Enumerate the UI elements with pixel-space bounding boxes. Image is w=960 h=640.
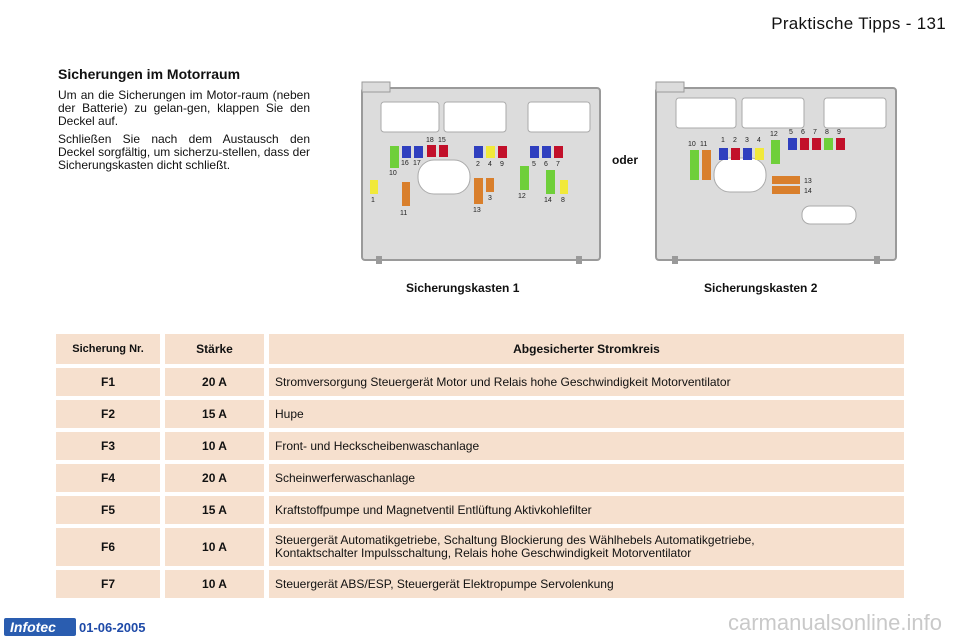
- fuse-rating: 10 A: [160, 570, 264, 598]
- fuse-label: 2: [476, 161, 480, 168]
- fuse-label: 12: [518, 193, 526, 200]
- intro-paragraph-2: Schließen Sie nach dem Austausch den Dec…: [58, 132, 310, 172]
- fuse-rating: 15 A: [160, 496, 264, 524]
- page-header: Praktische Tipps - 131: [771, 14, 946, 33]
- intro-paragraph-1: Um an die Sicherungen im Motor-raum (neb…: [58, 88, 310, 128]
- table-row: F1 20 A Stromversorgung Steuergerät Moto…: [56, 368, 904, 396]
- fuse-label: 13: [804, 178, 812, 185]
- fuse-label: 8: [561, 197, 565, 204]
- fuse-rating: 20 A: [160, 368, 264, 396]
- fuse-circuit: Hupe: [264, 400, 904, 428]
- table-row: F4 20 A Scheinwerferwaschanlage: [56, 464, 904, 492]
- fuse-rating: 15 A: [160, 400, 264, 428]
- fuse-circuit: Front- und Heckscheibenwaschanlage: [264, 432, 904, 460]
- watermark: carmanualsonline.info: [727, 610, 942, 635]
- fuse-label: 4: [757, 137, 761, 144]
- fuse-label: 13: [473, 207, 481, 214]
- fuse-rating: 10 A: [160, 528, 264, 566]
- section-title: Sicherungen im Motorraum: [58, 66, 241, 82]
- fuse-label: 4: [488, 161, 492, 168]
- fuse-label: 6: [801, 129, 805, 136]
- fuse-label: 3: [745, 137, 749, 144]
- fuse-number: F7: [56, 570, 160, 598]
- fuse-table: Sicherung Nr. Stärke Abgesicherter Strom…: [56, 330, 904, 602]
- fuse-label: 11: [400, 210, 407, 217]
- fuse-rating: 20 A: [160, 464, 264, 492]
- fuse-label: 10: [688, 141, 696, 148]
- fuse-label: 11: [700, 141, 707, 148]
- fuse-circuit-line-2: Kontaktschalter Impulsschaltung, Relais …: [275, 546, 692, 560]
- fuse-box-1-diagram: 10 16 17 18 15 2 4 9 5 6 7 1 11 13 3 12 …: [356, 78, 606, 266]
- table-row: F6 10 A Steuergerät Automatikgetriebe, S…: [56, 528, 904, 566]
- fuse-label: 9: [500, 161, 504, 168]
- fuse-label: 7: [556, 161, 560, 168]
- or-label: oder: [612, 153, 639, 167]
- fuse-label: 8: [825, 129, 829, 136]
- intro-text: Um an die Sicherungen im Motor-raum (neb…: [58, 89, 310, 177]
- fuse-label: 3: [488, 195, 492, 202]
- fuse-box-1-caption: Sicherungskasten 1: [406, 281, 520, 295]
- fuse-box-2-caption: Sicherungskasten 2: [704, 281, 818, 295]
- fuse-label: 2: [733, 137, 737, 144]
- fuse-circuit-line-1: Steuergerät Automatikgetriebe, Schaltung…: [275, 533, 755, 547]
- infotec-logo: Infotec: [4, 618, 76, 636]
- fuse-circuit: Steuergerät ABS/ESP, Steuergerät Elektro…: [264, 570, 904, 598]
- fuse-label: 15: [438, 137, 446, 144]
- table-row: F7 10 A Steuergerät ABS/ESP, Steuergerät…: [56, 570, 904, 598]
- fuse-label: 6: [544, 161, 548, 168]
- fuse-box-2-illustration: 10 11 1 2 3 4 12 5 6 7 8 9 13 14: [655, 81, 897, 264]
- column-header-rating: Stärke: [160, 334, 264, 364]
- footer-date: 01-06-2005: [79, 620, 146, 635]
- fuse-number: F6: [56, 528, 160, 566]
- fuse-label: 16: [401, 160, 409, 167]
- fuse-label: 18: [426, 137, 434, 144]
- fuse-number: F3: [56, 432, 160, 460]
- table-row: F3 10 A Front- und Heckscheibenwaschanla…: [56, 432, 904, 460]
- fuse-box-2-diagram: 10 11 1 2 3 4 12 5 6 7 8 9 13 14: [652, 78, 902, 266]
- fuse-label: 5: [789, 129, 793, 136]
- fuse-number: F2: [56, 400, 160, 428]
- fuse-circuit: Steuergerät Automatikgetriebe, Schaltung…: [264, 528, 904, 566]
- fuse-number: F1: [56, 368, 160, 396]
- fuse-label: 17: [413, 160, 421, 167]
- fuse-circuit: Scheinwerferwaschanlage: [264, 464, 904, 492]
- fuse-label: 12: [770, 131, 778, 138]
- fuse-rating: 10 A: [160, 432, 264, 460]
- fuse-label: 10: [389, 170, 397, 177]
- table-row: F2 15 A Hupe: [56, 400, 904, 428]
- fuse-label: 1: [721, 137, 725, 144]
- fuse-label: 9: [837, 129, 841, 136]
- fuse-label: 1: [371, 197, 375, 204]
- column-header-number: Sicherung Nr.: [56, 334, 160, 364]
- column-header-circuit: Abgesicherter Stromkreis: [264, 334, 904, 364]
- fuse-label: 5: [532, 161, 536, 168]
- fuse-number: F4: [56, 464, 160, 492]
- fuse-circuit: Kraftstoffpumpe und Magnetventil Entlüft…: [264, 496, 904, 524]
- fuse-label: 14: [804, 188, 812, 195]
- table-row: F5 15 A Kraftstoffpumpe und Magnetventil…: [56, 496, 904, 524]
- fuse-circuit: Stromversorgung Steuergerät Motor und Re…: [264, 368, 904, 396]
- fuse-label: 14: [544, 197, 552, 204]
- fuse-label: 7: [813, 129, 817, 136]
- table-header-row: Sicherung Nr. Stärke Abgesicherter Strom…: [56, 334, 904, 364]
- fuse-number: F5: [56, 496, 160, 524]
- fuse-box-1-illustration: 10 16 17 18 15 2 4 9 5 6 7 1 11 13 3 12 …: [361, 81, 601, 264]
